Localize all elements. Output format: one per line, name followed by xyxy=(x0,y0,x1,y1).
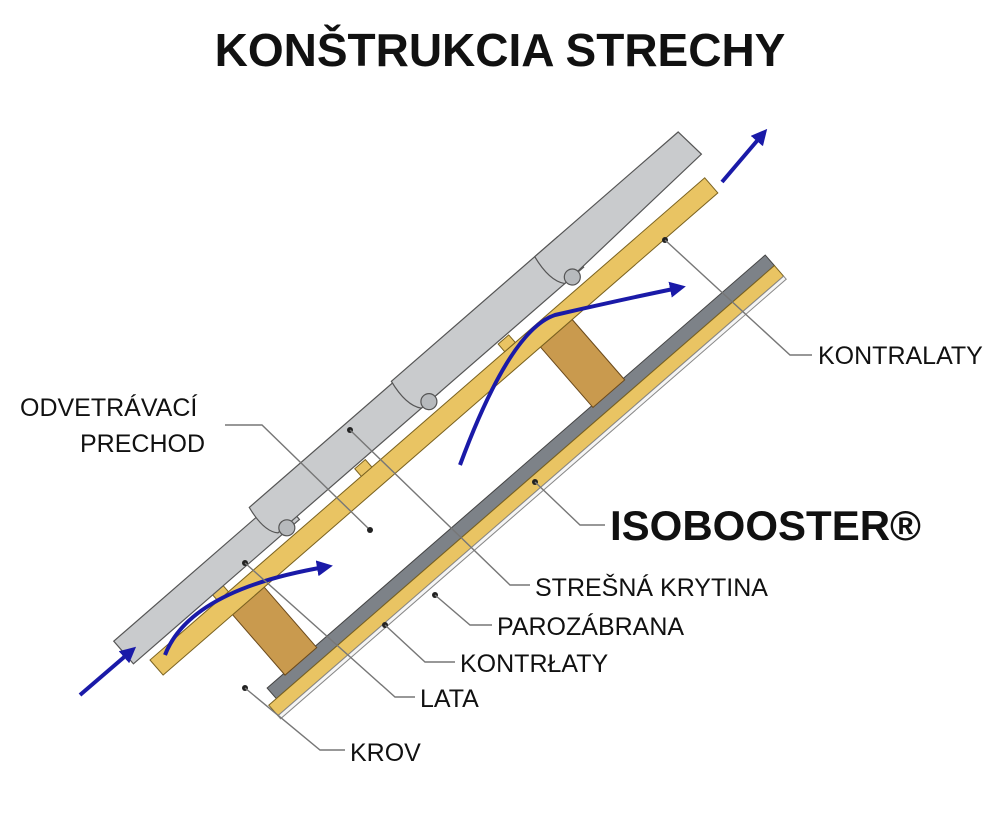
airflow-outlet-arrow xyxy=(720,128,768,184)
label-kontrlaty: KONTRŁATY xyxy=(460,650,608,678)
batten xyxy=(497,334,516,353)
label-lata: LATA xyxy=(420,685,479,713)
roof-layers xyxy=(112,131,787,720)
leader-lines xyxy=(225,237,812,751)
batten xyxy=(354,458,373,478)
label-parozabrana: PAROZÁBRANA xyxy=(497,612,684,641)
label-odvetravaci: ODVETRÁVACÍ xyxy=(20,393,197,422)
label-prechod: PRECHOD xyxy=(80,430,205,458)
airflow-arrows xyxy=(78,128,768,697)
diagram-title: KONŠTRUKCIA STRECHY xyxy=(215,24,786,76)
label-kontralaty: KONTRALATY xyxy=(818,342,983,370)
airflow-curve-upper xyxy=(458,281,686,466)
label-stresna-krytina: STREŠNÁ KRYTINA xyxy=(535,573,768,602)
airflow-inlet-arrow xyxy=(78,646,137,697)
rafter-isobooster-layer xyxy=(266,254,787,720)
airflow-curve-lower xyxy=(163,560,333,656)
label-isobooster: ISOBOOSTER® xyxy=(610,502,921,549)
label-krov: KROV xyxy=(350,739,421,767)
counter-lath xyxy=(149,177,719,676)
